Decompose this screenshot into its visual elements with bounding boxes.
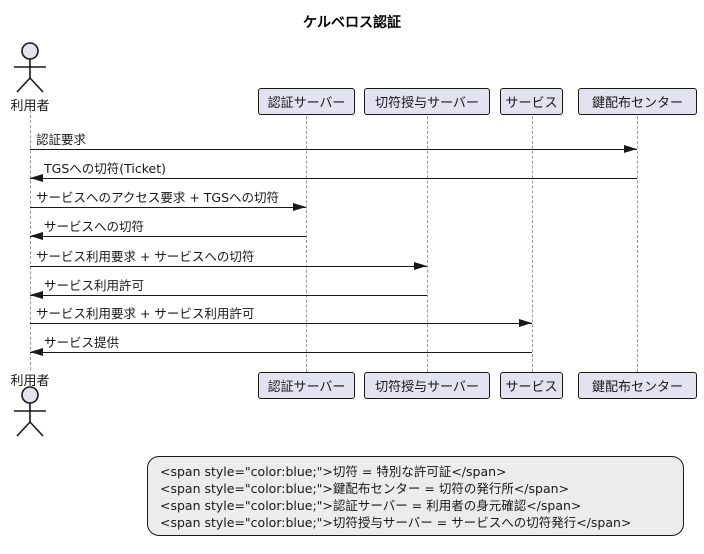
message-label: サービス利用要求 + サービス利用許可 [36,306,255,321]
message-line [30,207,306,208]
message-line [30,352,532,353]
arrowhead-left-icon [30,347,43,356]
message-line [30,178,637,179]
message-label: サービス提供 [44,335,120,350]
participant-box-ticket-granting-server-bottom: 切符授与サーバー [364,372,490,399]
arrowhead-right-icon [414,261,427,270]
actor-label-top: 利用者 [10,99,50,114]
arrowhead-right-icon [624,144,637,153]
arrowhead-left-icon [30,173,43,182]
note-line: <span style="color:blue;">切符授与サーバー = サービ… [160,515,632,530]
message-line [30,236,306,237]
note-line: <span style="color:blue;">認証サーバー = 利用者の身… [160,498,582,513]
message-line [30,295,427,296]
message-label: 認証要求 [36,132,87,147]
actor-icon [14,386,46,437]
message-label: サービスへの切符 [44,219,145,234]
participant-box-service-top: サービス [500,88,563,115]
participant-box-key-distribution-center-bottom: 鍵配布センター [578,372,697,399]
note-line: <span style="color:blue;">切符 = 特別な許可証</s… [160,464,507,479]
arrowhead-right-icon [293,202,306,211]
lifeline-user [29,110,31,370]
participant-box-auth-server-bottom: 認証サーバー [258,372,355,399]
lifeline-service [531,116,533,372]
message-line [30,149,637,150]
participant-box-service-bottom: サービス [500,372,563,399]
participant-box-ticket-granting-server-top: 切符授与サーバー [364,88,490,115]
arrowhead-right-icon [519,318,532,327]
message-line [30,266,427,267]
participant-box-auth-server-top: 認証サーバー [258,88,355,115]
actor-icon [14,42,46,93]
message-label: サービスへのアクセス要求 + TGSへの切符 [36,190,280,205]
message-label: TGSへの切符(Ticket) [44,161,166,176]
actor-label-bottom: 利用者 [10,374,50,389]
arrowhead-left-icon [30,231,43,240]
lifeline-key-distribution-center [636,116,638,372]
arrowhead-left-icon [30,290,43,299]
message-label: サービス利用許可 [44,278,145,293]
message-label: サービス利用要求 + サービスへの切符 [36,249,255,264]
participant-box-key-distribution-center-top: 鍵配布センター [578,88,697,115]
note-line: <span style="color:blue;">鍵配布センター = 切符の発… [160,481,570,496]
lifeline-ticket-granting-server [426,116,428,372]
message-line [30,323,532,324]
lifeline-auth-server [305,116,307,372]
note-box: <span style="color:blue;">切符 = 特別な許可証</s… [147,456,684,536]
page-title: ケルベロス認証 [303,15,401,31]
